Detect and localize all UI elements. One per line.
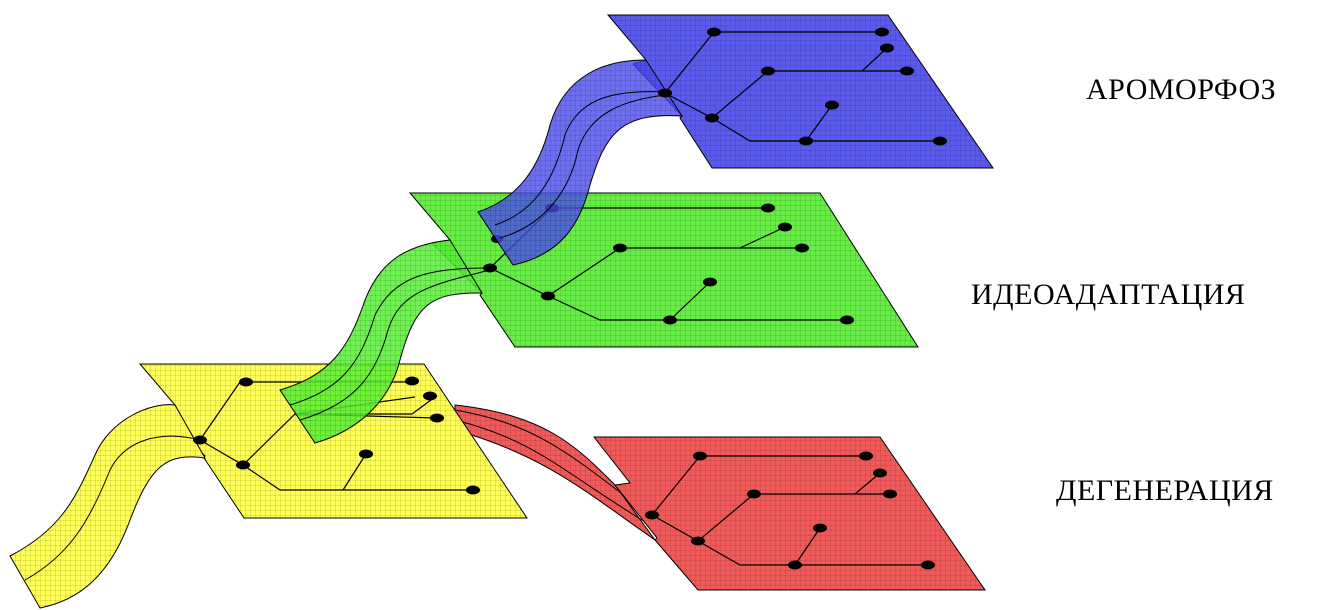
yellow-band (9, 404, 206, 609)
node (707, 27, 721, 37)
node (405, 376, 419, 386)
node (900, 66, 914, 76)
node (236, 460, 250, 470)
node (761, 203, 775, 213)
node (663, 315, 677, 325)
node (761, 66, 775, 76)
node (933, 136, 947, 146)
node (483, 263, 497, 273)
label-aromorphosis: АРОМОРФОЗ (1086, 73, 1277, 106)
node (423, 391, 437, 401)
node (703, 277, 717, 287)
node (359, 449, 373, 459)
green-band (279, 239, 491, 444)
node (883, 489, 897, 499)
red-tree (645, 451, 935, 570)
node (430, 413, 444, 423)
yellow-plane (138, 363, 528, 519)
node (778, 222, 792, 232)
node (193, 435, 207, 445)
node (825, 100, 839, 110)
node (880, 43, 894, 53)
node (799, 136, 813, 146)
node (645, 510, 659, 520)
node (795, 243, 809, 253)
blue-tree (658, 27, 947, 146)
node (788, 560, 802, 570)
node (859, 451, 873, 461)
node (813, 523, 827, 533)
red-plane (592, 436, 986, 591)
blue-plane (606, 14, 994, 169)
node (691, 536, 705, 546)
node (658, 88, 672, 98)
node (239, 377, 253, 387)
node (840, 315, 854, 325)
label-degeneration: ДЕГЕНЕРАЦИЯ (1056, 474, 1274, 507)
node (541, 291, 555, 301)
node (705, 113, 719, 123)
node (921, 560, 935, 570)
blue-band (477, 59, 683, 266)
node (873, 468, 887, 478)
node (875, 27, 889, 37)
node (693, 451, 707, 461)
node (466, 485, 480, 495)
node (747, 489, 761, 499)
node (613, 243, 627, 253)
label-idioadaptation: ИДЕОАДАПТАЦИЯ (971, 278, 1246, 311)
